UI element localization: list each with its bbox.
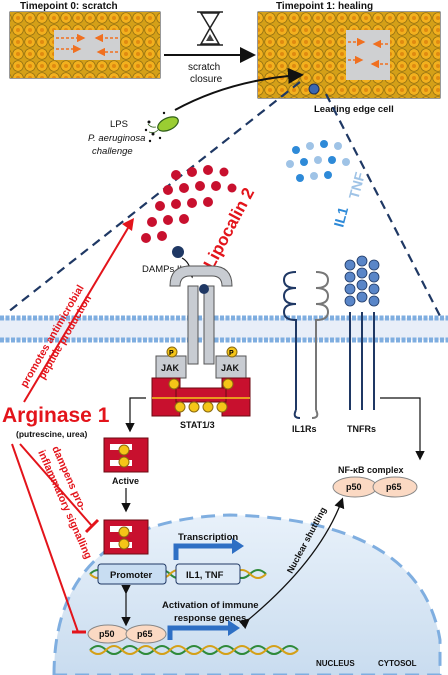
- bacteria-icon: [144, 111, 179, 143]
- right-panel-title: Timepoint 1: healing: [276, 1, 373, 12]
- pathogen-label: P. aeruginosa: [88, 133, 145, 144]
- arginase-products: (putrescine, urea): [16, 429, 87, 439]
- promoter-box: [97, 563, 167, 585]
- promotes-arrow: [23, 227, 129, 403]
- nuclear-stat-dimer: [103, 519, 149, 555]
- tnf-label: TNF: [345, 170, 368, 201]
- tnfr-to-nfkb-arrow: [380, 397, 425, 461]
- migration-arrows: [56, 33, 388, 69]
- scratch-label: scratch: [188, 62, 220, 73]
- active-label: Active: [112, 476, 139, 486]
- dampens-stat-line: [19, 443, 93, 527]
- activation-line1: Activation of immune: [162, 600, 259, 611]
- cytokine-molecules: [286, 140, 350, 182]
- lps-label: LPS: [110, 119, 128, 130]
- nfkb-complex-label: NF-κB complex: [338, 465, 404, 475]
- tnfrs-label: TNFRs: [347, 424, 376, 434]
- stat-phospho-groups: [168, 378, 234, 413]
- active-stat-dimer: [103, 437, 149, 473]
- challenge-arrow: [174, 67, 304, 111]
- left-panel-title: Timepoint 0: scratch: [20, 1, 118, 12]
- il6-receptor: [169, 265, 233, 365]
- promoter-label: Promoter: [110, 570, 153, 581]
- zoom-line-right: [325, 93, 441, 317]
- activation-line2: response genes: [174, 613, 246, 624]
- transcription-arrow: [173, 543, 232, 560]
- tnf-receptors: [344, 255, 380, 410]
- nfkb-p50-label: p50: [346, 482, 362, 492]
- il1rs-label: IL1Rs: [292, 424, 317, 434]
- dampens-nfkb-line: [11, 443, 79, 633]
- il1-receptors: [282, 271, 330, 419]
- healing-panel: [257, 11, 441, 99]
- nuclear-p65-label: p65: [137, 629, 153, 639]
- activation-arrow: [167, 625, 228, 640]
- nuclear-p50-label: p50: [99, 629, 115, 639]
- nuclear-shuttling-arrow: [238, 497, 345, 629]
- arginase-label: Arginase 1: [2, 404, 110, 427]
- damps-label: DAMPs,IL6: [142, 264, 190, 275]
- jak-left: JAK: [155, 355, 187, 379]
- stat-label: STAT1/3: [180, 420, 215, 430]
- transcription-label: Transcription: [178, 532, 238, 543]
- stat-dimer-membrane: [151, 377, 251, 417]
- jak-right: JAK: [215, 355, 247, 379]
- leading-edge-cell-marker: [308, 83, 320, 95]
- hourglass-icon: [197, 11, 223, 46]
- nuclear-p65: [125, 624, 167, 644]
- zoom-line-left: [7, 81, 301, 313]
- scratch-panel: [9, 11, 161, 79]
- nfkb-p65: [372, 476, 418, 498]
- jak-left-label: JAK: [161, 363, 180, 373]
- p-jak-left: P: [169, 350, 174, 357]
- nfkb-p65-label: p65: [386, 482, 402, 492]
- lipocalin-molecules: [141, 165, 237, 243]
- genes-label: IL1, TNF: [186, 570, 224, 581]
- challenge-label: challenge: [92, 146, 133, 157]
- jak-right-label: JAK: [221, 363, 240, 373]
- nucleus-label: NUCLEUS: [316, 659, 355, 668]
- closure-label: closure: [190, 74, 223, 85]
- cytosol-label: CYTOSOL: [378, 659, 417, 668]
- stat-to-active-arrow: [125, 397, 146, 433]
- il1-label: IL1: [330, 205, 351, 229]
- leading-edge-label: Leading edge cell: [314, 104, 394, 115]
- damps-ligand-1: [172, 246, 184, 258]
- dna-lower: [89, 645, 299, 655]
- p-jak-right: P: [229, 350, 234, 357]
